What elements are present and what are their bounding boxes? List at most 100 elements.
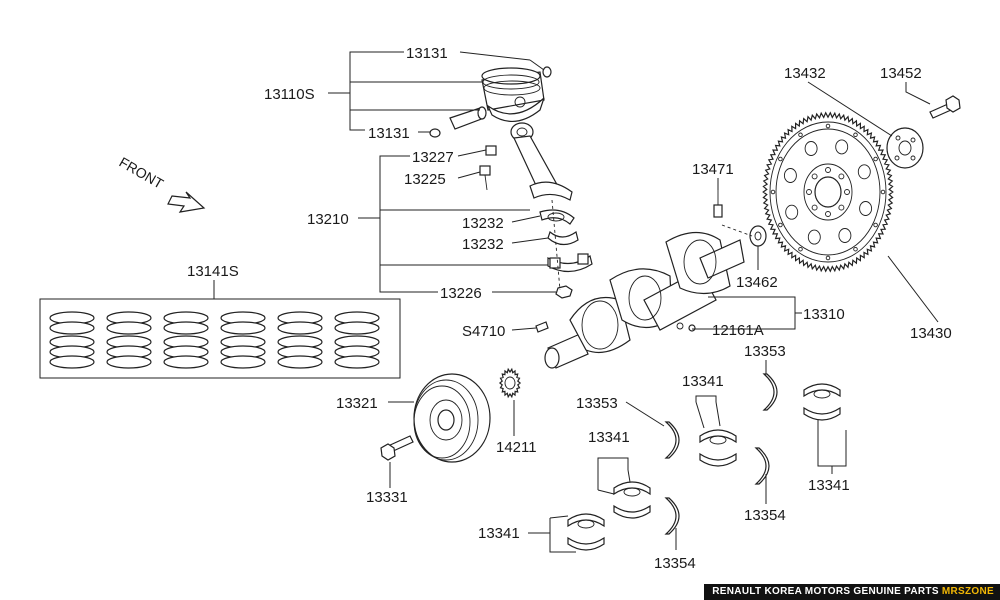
label-13131-bottom[interactable]: 13131 bbox=[368, 125, 410, 142]
piston-ring-set-item bbox=[334, 311, 380, 369]
piston-ring bbox=[163, 321, 209, 335]
key-part[interactable] bbox=[535, 321, 549, 333]
label-13141S[interactable]: 13141S bbox=[187, 263, 239, 280]
label-13430[interactable]: 13430 bbox=[910, 325, 952, 342]
label-13310[interactable]: 13310 bbox=[803, 306, 845, 323]
flywheel-rim-hole bbox=[873, 222, 878, 228]
footer-brand: MRSZONE bbox=[941, 586, 994, 597]
piston-ring bbox=[334, 355, 380, 369]
flywheel-bolt-hole bbox=[825, 211, 831, 217]
label-13225[interactable]: 13225 bbox=[404, 171, 446, 188]
flywheel-rim-hole bbox=[873, 156, 878, 162]
label-13471[interactable]: 13471 bbox=[692, 161, 734, 178]
label-13354-bottom[interactable]: 13354 bbox=[654, 555, 696, 572]
main-bearing-middle bbox=[613, 481, 651, 519]
piston-ring-set-item bbox=[106, 311, 152, 369]
connecting-rod-part[interactable] bbox=[510, 122, 573, 201]
footer-banner: RENAULT KOREA MOTORS GENUINE PARTS MRSZO… bbox=[704, 584, 1000, 600]
piston-part[interactable] bbox=[481, 67, 545, 122]
flywheel-window bbox=[783, 168, 797, 183]
thrust-washer-lower-right bbox=[754, 447, 770, 485]
main-bearing-lower bbox=[699, 452, 737, 467]
label-13227[interactable]: 13227 bbox=[412, 149, 454, 166]
timing-sprocket-part[interactable] bbox=[498, 367, 522, 399]
rod-bolt-part[interactable] bbox=[479, 145, 497, 191]
main-bearing-groove bbox=[813, 389, 831, 399]
flywheel-bolt-hole bbox=[838, 173, 845, 180]
connecting-rod-group bbox=[479, 122, 593, 299]
flywheel-rim-hole bbox=[825, 123, 831, 129]
piston-ring-set-item bbox=[163, 311, 209, 369]
thrust-washer-left bbox=[664, 421, 680, 459]
flywheel-window bbox=[804, 141, 818, 156]
label-13432[interactable]: 13432 bbox=[784, 65, 826, 82]
label-13341-right[interactable]: 13341 bbox=[808, 477, 850, 494]
label-13210[interactable]: 13210 bbox=[307, 211, 349, 228]
piston-ring-set[interactable] bbox=[39, 298, 401, 379]
label-13341-middle[interactable]: 13341 bbox=[588, 429, 630, 446]
footer-text: RENAULT KOREA MOTORS GENUINE PARTS bbox=[712, 586, 939, 597]
label-13232-upper[interactable]: 13232 bbox=[462, 215, 504, 232]
piston-ring bbox=[106, 321, 152, 335]
main-bearing-groove bbox=[577, 519, 595, 529]
piston-ring-set-item bbox=[49, 311, 95, 369]
flywheel-window bbox=[807, 229, 821, 245]
pulley-bolt-part[interactable] bbox=[380, 435, 414, 461]
label-14211[interactable]: 14211 bbox=[496, 439, 537, 456]
front-label: FRONT bbox=[117, 154, 167, 192]
label-12161A[interactable]: 12161A bbox=[712, 322, 764, 339]
label-13226[interactable]: 13226 bbox=[440, 285, 482, 302]
piston-ring-set-item bbox=[220, 311, 266, 369]
label-13232-lower[interactable]: 13232 bbox=[462, 236, 504, 253]
piston-ring bbox=[49, 355, 95, 369]
flywheel-bolt-hole bbox=[844, 189, 850, 195]
flywheel-bolt-hole bbox=[838, 204, 845, 211]
bearing-lower-part[interactable] bbox=[547, 230, 579, 246]
dowel-pin-part[interactable] bbox=[713, 190, 723, 218]
label-13452[interactable]: 13452 bbox=[880, 65, 922, 82]
piston-ring bbox=[49, 321, 95, 335]
piston-ring bbox=[106, 355, 152, 369]
piston-ring bbox=[277, 355, 323, 369]
flywheel-window bbox=[838, 228, 852, 243]
rod-cap-part[interactable] bbox=[547, 253, 593, 273]
rod-nut-part[interactable] bbox=[555, 285, 573, 299]
piston-ring bbox=[277, 321, 323, 335]
bearing-upper-part[interactable] bbox=[539, 209, 575, 225]
flywheel-rim-hole bbox=[853, 132, 858, 138]
crankshaft-part[interactable] bbox=[544, 231, 745, 369]
leader-lines bbox=[213, 51, 939, 553]
label-13341-bottom[interactable]: 13341 bbox=[478, 525, 520, 542]
label-13331[interactable]: 13331 bbox=[366, 489, 408, 506]
damper-pulley-part[interactable] bbox=[413, 373, 491, 463]
label-13341-center[interactable]: 13341 bbox=[682, 373, 724, 390]
pilot-bearing-part[interactable] bbox=[749, 225, 767, 247]
front-arrow: FRONT bbox=[117, 154, 206, 213]
label-13131-top[interactable]: 13131 bbox=[406, 45, 448, 62]
label-13354-right[interactable]: 13354 bbox=[744, 507, 786, 524]
flywheel-rim-hole bbox=[778, 156, 783, 162]
snap-ring-bottom-part[interactable] bbox=[429, 128, 441, 138]
main-bearing-center bbox=[699, 429, 737, 467]
snap-ring-top-part[interactable] bbox=[542, 66, 552, 78]
label-13110S[interactable]: 13110S bbox=[264, 86, 315, 103]
flywheel-rim-hole bbox=[880, 189, 886, 195]
flywheel-plate-part[interactable] bbox=[886, 127, 924, 169]
flywheel-rim-hole bbox=[778, 222, 783, 228]
label-13353-right[interactable]: 13353 bbox=[744, 343, 786, 360]
main-bearing-groove bbox=[709, 435, 727, 445]
crank-pin-plug-part[interactable] bbox=[688, 324, 696, 332]
flywheel-part[interactable] bbox=[762, 111, 894, 273]
flywheel-bolt-hole bbox=[811, 204, 818, 211]
main-bearing-lower bbox=[613, 504, 651, 519]
label-13462[interactable]: 13462 bbox=[736, 274, 778, 291]
label-13321[interactable]: 13321 bbox=[336, 395, 378, 412]
flywheel-bolt-part[interactable] bbox=[929, 95, 961, 119]
part-number-labels: 13131 13110S 13131 13227 13225 13210 132… bbox=[187, 45, 952, 572]
label-S4710[interactable]: S4710 bbox=[462, 323, 505, 340]
label-13353-left[interactable]: 13353 bbox=[576, 395, 618, 412]
main-bearing-lower bbox=[803, 406, 841, 421]
sprocket-hub bbox=[504, 376, 516, 390]
flywheel-rim-hole bbox=[825, 255, 831, 261]
